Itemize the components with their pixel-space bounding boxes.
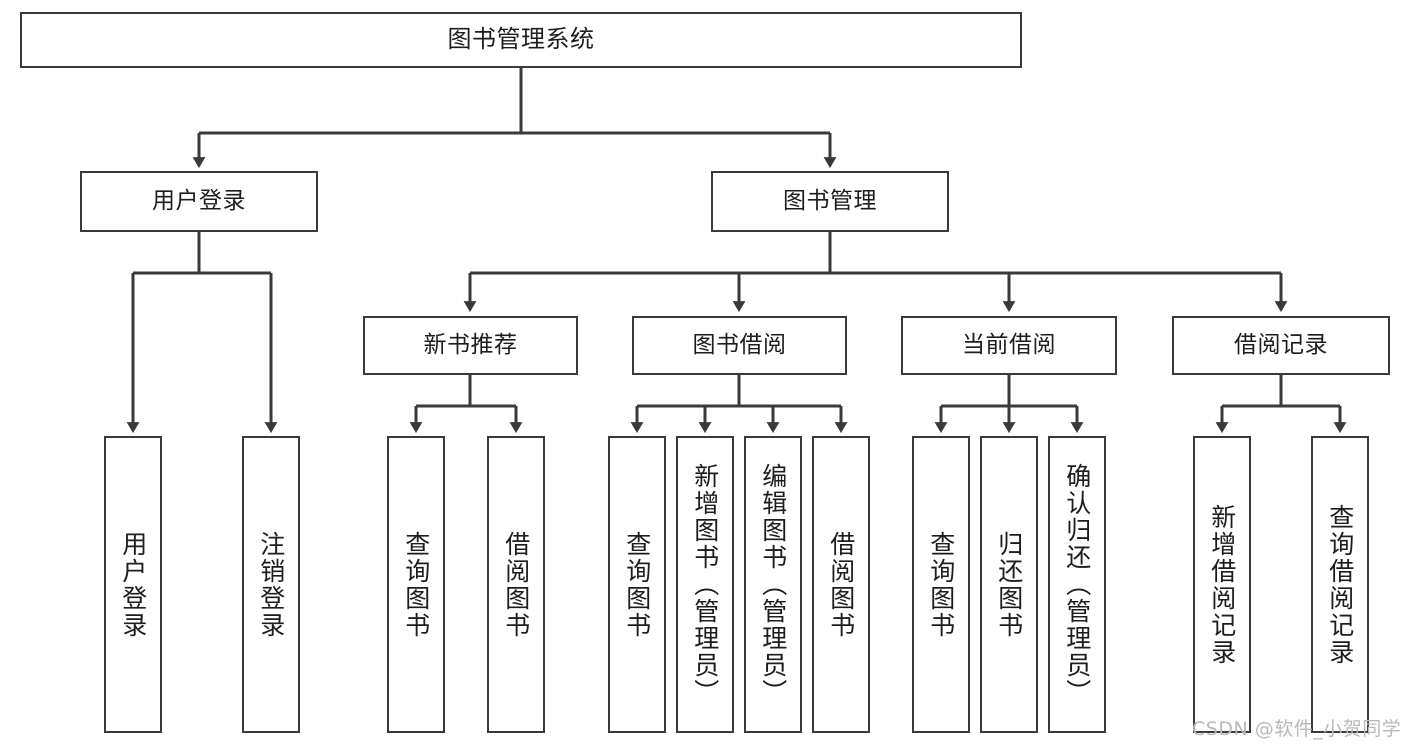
- leaf-query-book-1-label: 查询图书: [401, 530, 431, 639]
- leaf-confirm-return[interactable]: 确认归还（管理员）: [1048, 436, 1106, 733]
- leaf-add-record-label: 新增借阅记录: [1207, 503, 1237, 666]
- leaf-borrow-book-1-label: 借阅图书: [501, 530, 531, 639]
- leaf-query-book-3[interactable]: 查询图书: [912, 436, 970, 733]
- node-root-label: 图书管理系统: [447, 25, 595, 54]
- node-new-book-recommend-label: 新书推荐: [423, 332, 518, 359]
- leaf-add-record[interactable]: 新增借阅记录: [1193, 436, 1251, 733]
- leaf-query-book-2[interactable]: 查询图书: [608, 436, 666, 733]
- leaf-logout-login[interactable]: 注销登录: [242, 436, 300, 733]
- node-book-borrow[interactable]: 图书借阅: [632, 316, 847, 375]
- leaf-borrow-book-2-label: 借阅图书: [826, 530, 856, 639]
- leaf-return-book-label: 归还图书: [994, 530, 1024, 639]
- leaf-query-book-1[interactable]: 查询图书: [387, 436, 445, 733]
- leaf-add-book-label: 新增图书（管理员）: [690, 463, 720, 706]
- node-book-borrow-label: 图书借阅: [692, 332, 787, 359]
- leaf-return-book[interactable]: 归还图书: [980, 436, 1038, 733]
- node-current-borrow-label: 当前借阅: [962, 332, 1056, 359]
- leaf-borrow-book-2[interactable]: 借阅图书: [812, 436, 870, 733]
- leaf-user-login[interactable]: 用户登录: [104, 436, 162, 733]
- leaf-add-book[interactable]: 新增图书（管理员）: [676, 436, 734, 733]
- leaf-confirm-return-label: 确认归还（管理员）: [1062, 463, 1092, 706]
- watermark: CSDN @软件_小贺同学: [1192, 718, 1402, 740]
- node-user-login[interactable]: 用户登录: [80, 171, 318, 232]
- node-book-management-label: 图书管理: [783, 188, 877, 215]
- leaf-query-record[interactable]: 查询借阅记录: [1311, 436, 1369, 733]
- node-book-management[interactable]: 图书管理: [711, 171, 949, 232]
- node-user-login-label: 用户登录: [152, 188, 246, 215]
- node-borrow-record-label: 借阅记录: [1234, 332, 1328, 359]
- leaf-query-book-2-label: 查询图书: [622, 530, 652, 639]
- leaf-user-login-label: 用户登录: [118, 530, 148, 639]
- leaf-edit-book-label: 编辑图书（管理员）: [758, 463, 788, 706]
- leaf-edit-book[interactable]: 编辑图书（管理员）: [744, 436, 802, 733]
- leaf-query-book-3-label: 查询图书: [926, 530, 956, 639]
- node-root[interactable]: 图书管理系统: [20, 12, 1022, 68]
- leaf-logout-login-label: 注销登录: [256, 530, 286, 639]
- leaf-query-record-label: 查询借阅记录: [1325, 503, 1355, 666]
- node-current-borrow[interactable]: 当前借阅: [901, 316, 1117, 375]
- node-borrow-record[interactable]: 借阅记录: [1172, 316, 1390, 375]
- node-new-book-recommend[interactable]: 新书推荐: [363, 316, 578, 375]
- leaf-borrow-book-1[interactable]: 借阅图书: [487, 436, 545, 733]
